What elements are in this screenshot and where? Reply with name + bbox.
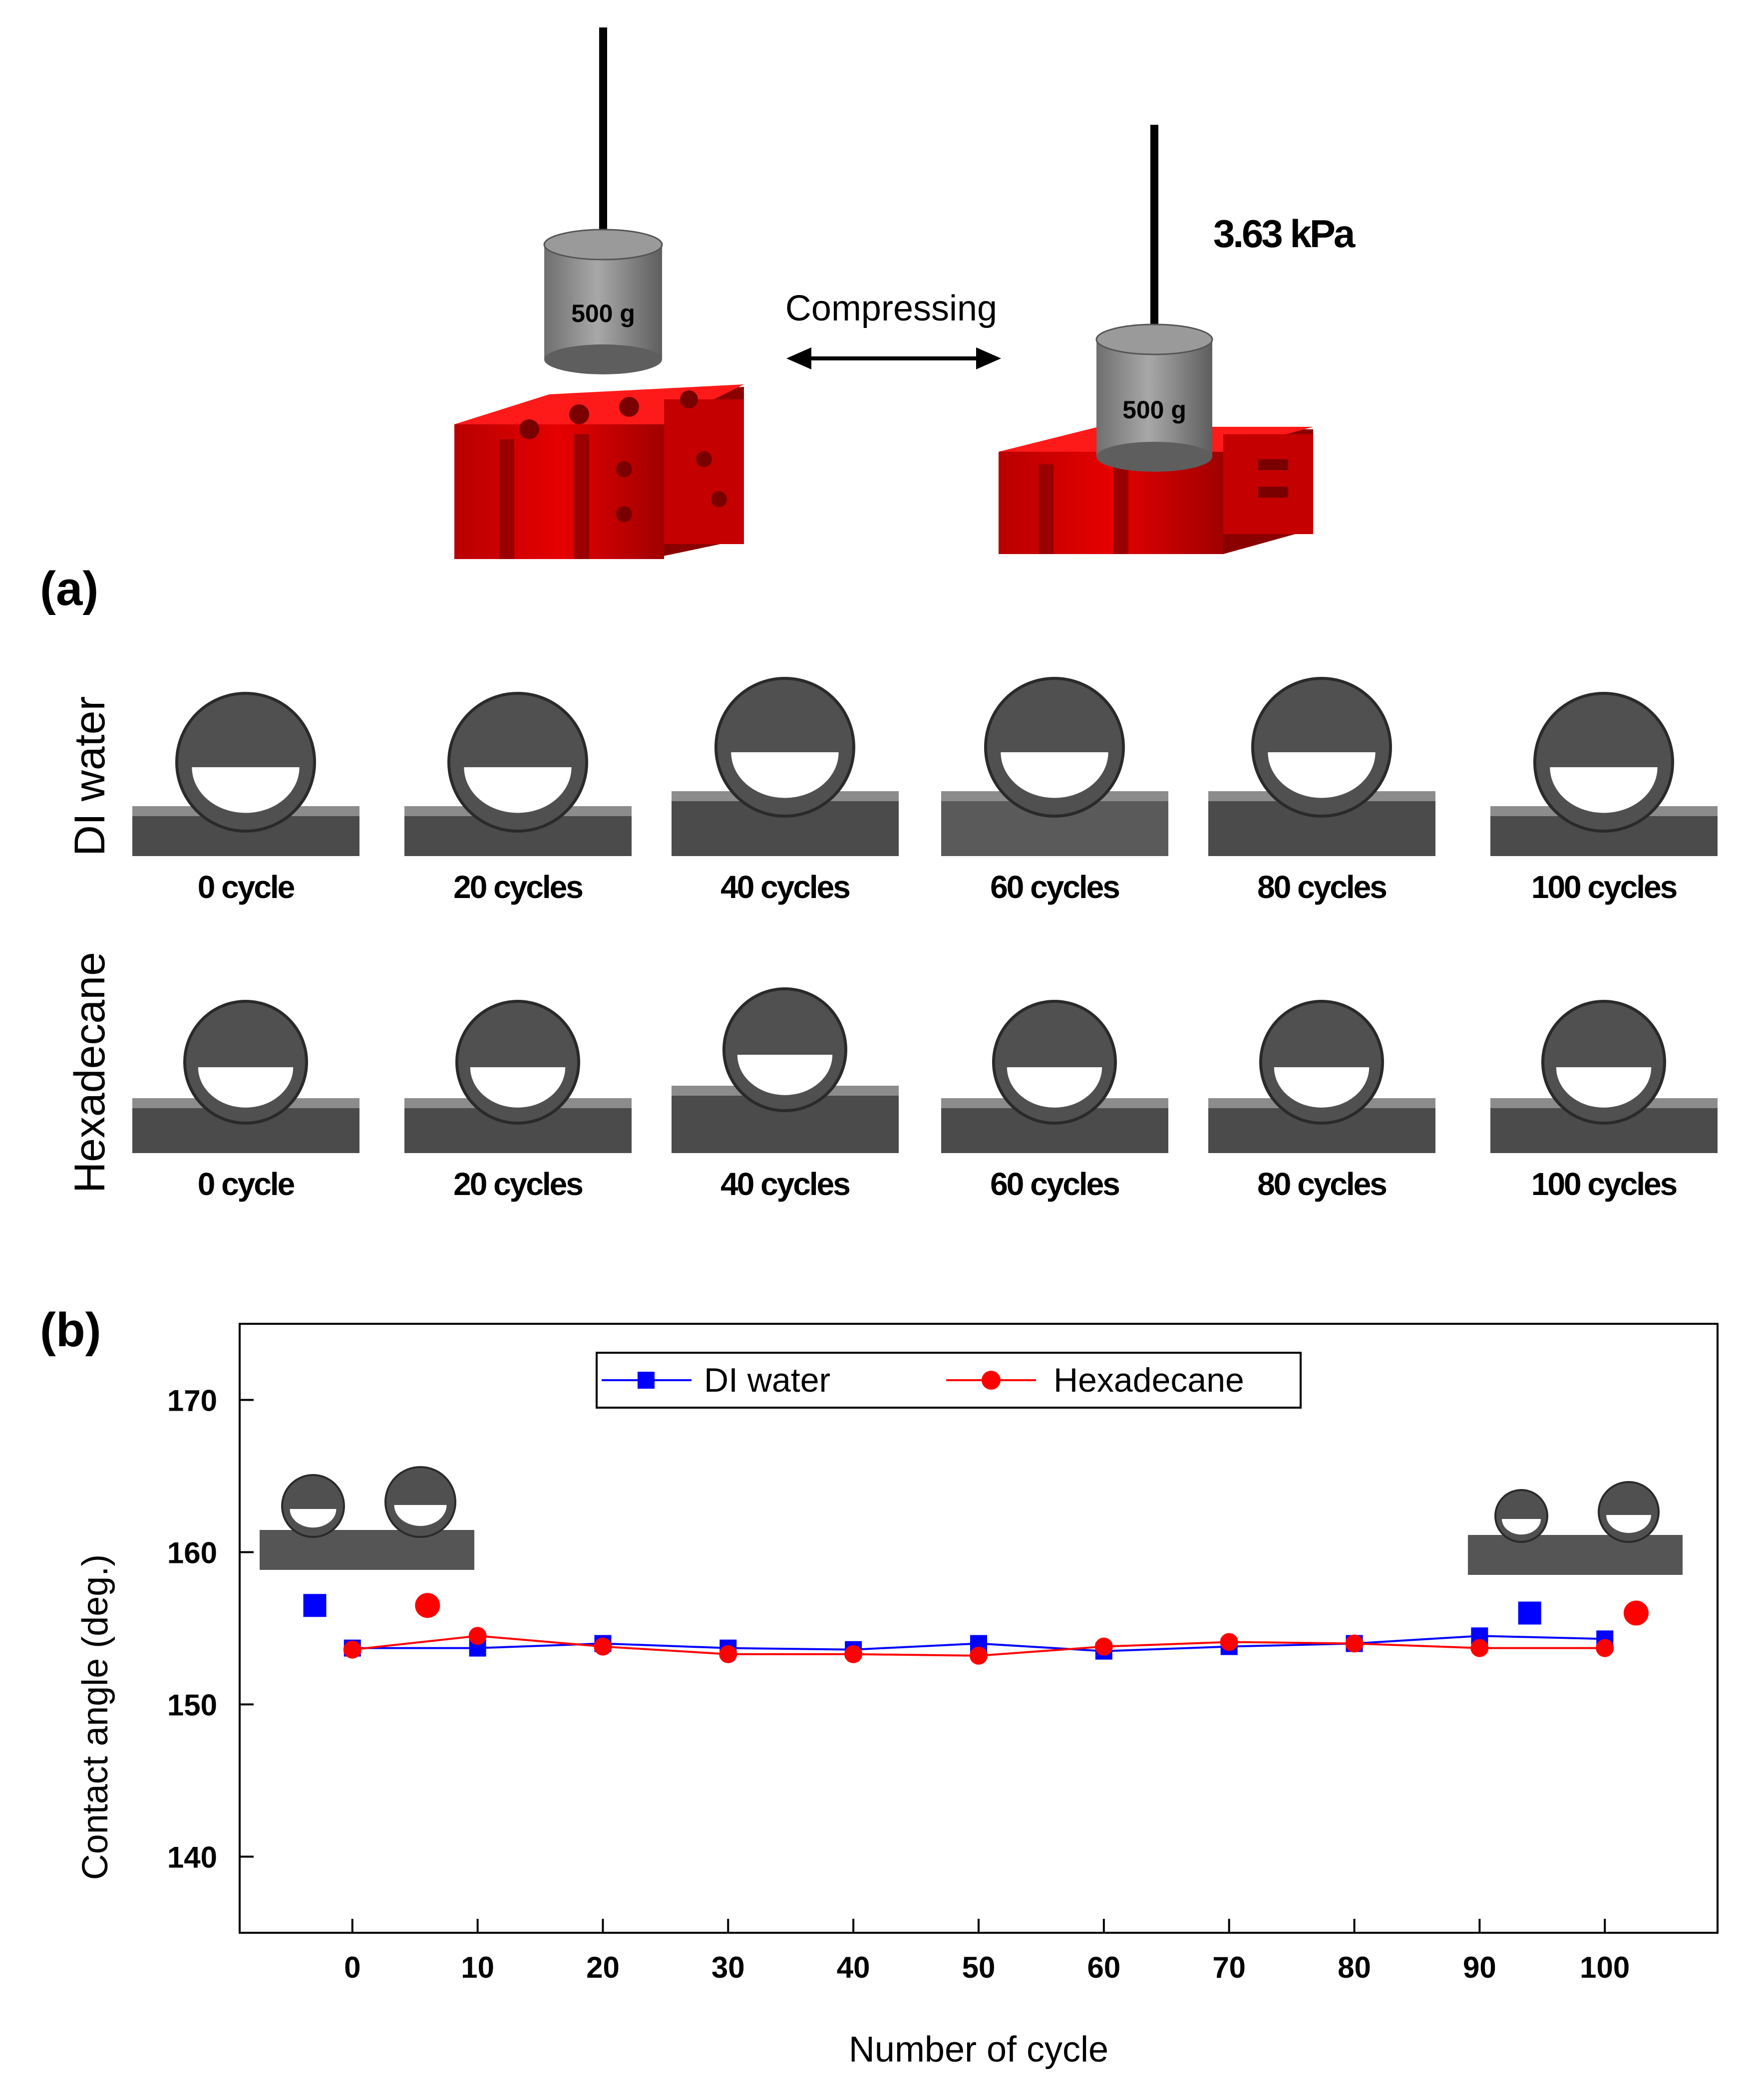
x-tick-label: 0 [344, 1951, 360, 1984]
right-weight-label: 500 g [1122, 396, 1186, 424]
series-marker [303, 1594, 327, 1617]
cycle-label: 20 cycles [453, 1166, 584, 1202]
series-marker [1518, 1601, 1541, 1625]
droplet-photo [132, 676, 359, 856]
x-tick-label: 70 [1212, 1951, 1246, 1984]
series-marker [468, 1627, 487, 1645]
droplet-photo [672, 676, 899, 856]
row-label-hexadecane: Hexadecane [66, 952, 114, 1193]
left-rod [599, 27, 607, 247]
compression-schematic: 500 g Compressing 3.63 kPa [454, 27, 1358, 559]
series-marker [1470, 1639, 1489, 1657]
plot-frame [239, 1323, 1719, 1934]
y-tick-label: 160 [167, 1536, 217, 1570]
compressing-label: Compressing [785, 289, 997, 328]
legend-label: Hexadecane [1053, 1361, 1244, 1399]
x-tick-label: 50 [962, 1951, 996, 1984]
right-rod [1150, 125, 1158, 344]
series-marker [1094, 1637, 1113, 1656]
y-axis-label: Contact angle (deg.) [75, 1554, 115, 1880]
series-marker [970, 1646, 988, 1665]
droplet-photo [941, 676, 1168, 856]
droplet-photo [1490, 973, 1718, 1153]
cycle-label: 100 cycles [1531, 869, 1678, 905]
y-tick-label: 170 [167, 1384, 217, 1418]
cycle-label: 100 cycles [1531, 1166, 1678, 1202]
pressure-label: 3.63 kPa [1213, 212, 1356, 256]
y-tick-label: 150 [167, 1689, 217, 1722]
x-axis-label: Number of cycle [849, 2030, 1108, 2070]
panel-a-label: (a) [40, 562, 99, 615]
cycle-label: 60 cycles [990, 869, 1120, 905]
x-tick-label: 40 [837, 1951, 870, 1984]
panel-b-label: (b) [40, 1303, 101, 1357]
legend-marker [982, 1371, 1001, 1390]
cycle-label: 40 cycles [720, 869, 851, 905]
x-tick-label: 80 [1338, 1951, 1371, 1984]
x-tick-label: 60 [1087, 1951, 1120, 1984]
left-porous-block [454, 384, 744, 559]
cycle-label: 0 cycle [197, 869, 296, 905]
cycle-label: 60 cycles [990, 1166, 1120, 1202]
cycle-label: 40 cycles [720, 1166, 851, 1202]
cycle-label: 80 cycles [1257, 869, 1388, 905]
droplet-photo [1208, 973, 1435, 1153]
inset-droplet-photo [367, 1466, 474, 1570]
inset-droplet-photo [1468, 1489, 1575, 1575]
droplet-photo [1208, 676, 1435, 856]
inset-droplet-photo [1575, 1481, 1683, 1575]
legend: DI water Hexadecane [596, 1352, 1302, 1409]
droplet-photo [132, 973, 359, 1153]
series-marker [719, 1645, 737, 1663]
cycle-label: 80 cycles [1257, 1166, 1388, 1202]
left-weight-label: 500 g [571, 300, 635, 327]
cycle-label: 0 cycle [197, 1166, 296, 1202]
x-tick-label: 30 [711, 1951, 745, 1984]
contact-angle-chart: 140 150 160 170 0 10 20 30 40 50 60 70 80 90 100 Numb… [75, 1323, 1719, 2070]
droplet-photo [1490, 676, 1718, 856]
series-marker [343, 1640, 361, 1659]
x-tick-label: 90 [1463, 1951, 1496, 1984]
inset-droplet-photo [260, 1474, 367, 1570]
series-marker [1220, 1633, 1238, 1651]
legend-label: DI water [704, 1361, 830, 1399]
series-marker [415, 1593, 440, 1618]
droplet-photo [404, 676, 632, 856]
series-marker [1596, 1639, 1614, 1657]
y-tick-label: 140 [167, 1841, 217, 1874]
series-marker [1345, 1634, 1364, 1653]
series-marker [1623, 1600, 1649, 1626]
x-tick-label: 20 [586, 1951, 620, 1984]
left-weight [543, 229, 663, 374]
legend-marker [638, 1372, 655, 1389]
row-label-di-water: DI water [66, 696, 114, 857]
droplet-photo [404, 973, 632, 1153]
droplet-photo [941, 973, 1168, 1153]
series-marker [594, 1637, 612, 1656]
series-marker [844, 1645, 863, 1663]
cycle-label: 20 cycles [453, 869, 584, 905]
double-arrow-icon [786, 347, 1001, 369]
x-tick-label: 10 [461, 1951, 494, 1984]
droplet-photo [672, 973, 899, 1153]
right-weight [1095, 323, 1213, 472]
x-tick-label: 100 [1580, 1951, 1630, 1984]
